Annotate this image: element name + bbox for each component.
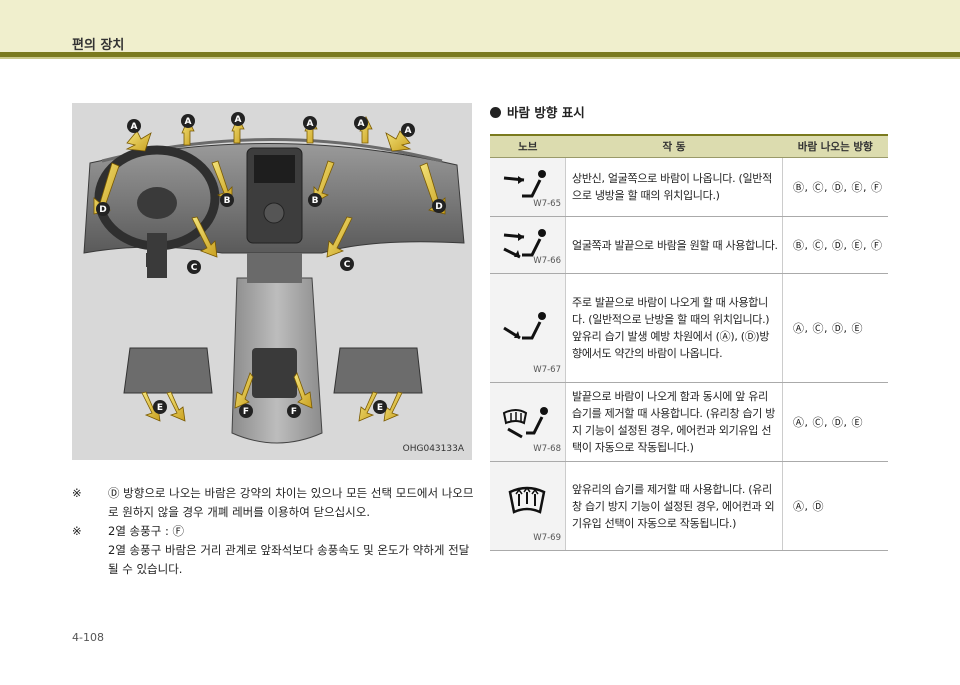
vent-label-d: D [99, 205, 106, 215]
header-action: 작 동 [565, 134, 783, 158]
vent-label-a: A [235, 115, 242, 125]
bullet-icon [490, 107, 501, 118]
knob-cell: W7-68 [490, 382, 566, 462]
vent-label-c: C [191, 263, 198, 273]
direction: Ⓑ, Ⓒ, Ⓓ, Ⓔ, Ⓕ [782, 216, 888, 274]
knob-cell: W7-67 [490, 273, 566, 383]
vent-label-f: F [291, 407, 297, 417]
notes: ※ Ⓓ 방향으로 나오는 바람은 강약의 차이는 있으나 모든 선택 모드에서 … [72, 484, 477, 579]
note-mark: ※ [72, 524, 82, 538]
direction: Ⓑ, Ⓒ, Ⓓ, Ⓔ, Ⓕ [782, 157, 888, 217]
face-vent-icon [503, 170, 546, 198]
vent-label-a: A [307, 119, 314, 129]
icon-code: W7-69 [533, 533, 561, 543]
header-rule-light [0, 57, 960, 59]
direction: Ⓐ, Ⓓ [782, 461, 888, 551]
note-1: ※ Ⓓ 방향으로 나오는 바람은 강약의 차이는 있으나 모든 선택 모드에서 … [72, 484, 477, 522]
note-text: Ⓓ 방향으로 나오는 바람은 강약의 차이는 있으나 모든 선택 모드에서 나오… [108, 486, 474, 519]
vent-mode-table: 노브 작 동 바람 나오는 방향 W7-65 상반신, 얼굴쪽으로 바람이 나옵… [490, 134, 888, 551]
floor-vent-icon [503, 312, 546, 340]
table-row: W7-67 주로 발끝으로 바람이 나오게 할 때 사용합니다. (일반적으로 … [490, 273, 888, 383]
vent-label-e: E [377, 403, 383, 413]
table-row: W7-69 앞유리의 습기를 제거할 때 사용합니다. (유리창 습기 방지 기… [490, 461, 888, 551]
description: 주로 발끝으로 바람이 나오게 할 때 사용합니다. (일반적으로 난방을 할 … [565, 273, 783, 383]
table-header-row: 노브 작 동 바람 나오는 방향 [490, 134, 888, 158]
section-title: 바람 방향 표시 [490, 102, 585, 121]
header-direction: 바람 나오는 방향 [782, 134, 888, 158]
header-knob: 노브 [490, 134, 566, 158]
figure-code: OHG043133A [402, 444, 464, 454]
note-2: ※ 2열 송풍구 : Ⓕ 2열 송풍구 바람은 거리 관계로 앞좌석보다 송풍속… [72, 522, 477, 579]
direction: Ⓐ, Ⓒ, Ⓓ, Ⓔ [782, 273, 888, 383]
note-mark: ※ [72, 486, 82, 500]
description: 발끝으로 바람이 나오게 함과 동시에 앞 유리 습기를 제거할 때 사용합니다… [565, 382, 783, 462]
note-label: 2열 송풍구 : Ⓕ [108, 524, 184, 538]
knob-cell: W7-65 [490, 157, 566, 217]
dashboard-vent-diagram: A A A A A A B B C C D D E E F F [83, 112, 465, 444]
section-title-text: 바람 방향 표시 [507, 105, 585, 120]
knob-cell: W7-69 [490, 461, 566, 551]
table-row: W7-68 발끝으로 바람이 나오게 함과 동시에 앞 유리 습기를 제거할 때… [490, 382, 888, 462]
description: 상반신, 얼굴쪽으로 바람이 나옵니다. (일반적으로 냉방을 할 때의 위치입… [565, 157, 783, 217]
vent-label-b: B [224, 196, 231, 206]
description: 앞유리의 습기를 제거할 때 사용합니다. (유리창 습기 방지 기능이 설정된… [565, 461, 783, 551]
note-text: 2열 송풍구 바람은 거리 관계로 앞좌석보다 송풍속도 및 온도가 약하게 전… [108, 543, 470, 576]
vent-label-f: F [243, 407, 249, 417]
vent-label-a: A [358, 119, 365, 129]
header-band [0, 0, 960, 52]
table-row: W7-66 얼굴쪽과 발끝으로 바람을 원할 때 사용합니다. Ⓑ, Ⓒ, Ⓓ,… [490, 216, 888, 274]
icon-code: W7-68 [533, 444, 561, 454]
knob-cell: W7-66 [490, 216, 566, 274]
chapter-title: 편의 장치 [72, 38, 125, 53]
floor-defrost-vent-icon [502, 407, 548, 439]
icon-code: W7-65 [533, 199, 561, 209]
description: 얼굴쪽과 발끝으로 바람을 원할 때 사용합니다. [565, 216, 783, 274]
vent-label-e: E [157, 403, 163, 413]
direction: Ⓐ, Ⓒ, Ⓓ, Ⓔ [782, 382, 888, 462]
face-floor-vent-icon [503, 229, 546, 259]
defrost-icon [508, 486, 546, 514]
icon-code: W7-66 [533, 256, 561, 266]
page-number: 4-108 [72, 631, 104, 644]
vent-label-a: A [131, 122, 138, 132]
vent-label-b: B [312, 196, 319, 206]
icon-code: W7-67 [533, 365, 561, 375]
vent-label-d: D [435, 202, 442, 212]
header-rule [0, 52, 960, 57]
vent-label-c: C [344, 260, 351, 270]
table-row: W7-65 상반신, 얼굴쪽으로 바람이 나옵니다. (일반적으로 냉방을 할 … [490, 157, 888, 217]
vent-label-a: A [405, 126, 412, 136]
vent-label-a: A [185, 117, 192, 127]
dashboard-vent-illustration: A A A A A A B B C C D D E E F F OHG04313… [72, 103, 472, 460]
